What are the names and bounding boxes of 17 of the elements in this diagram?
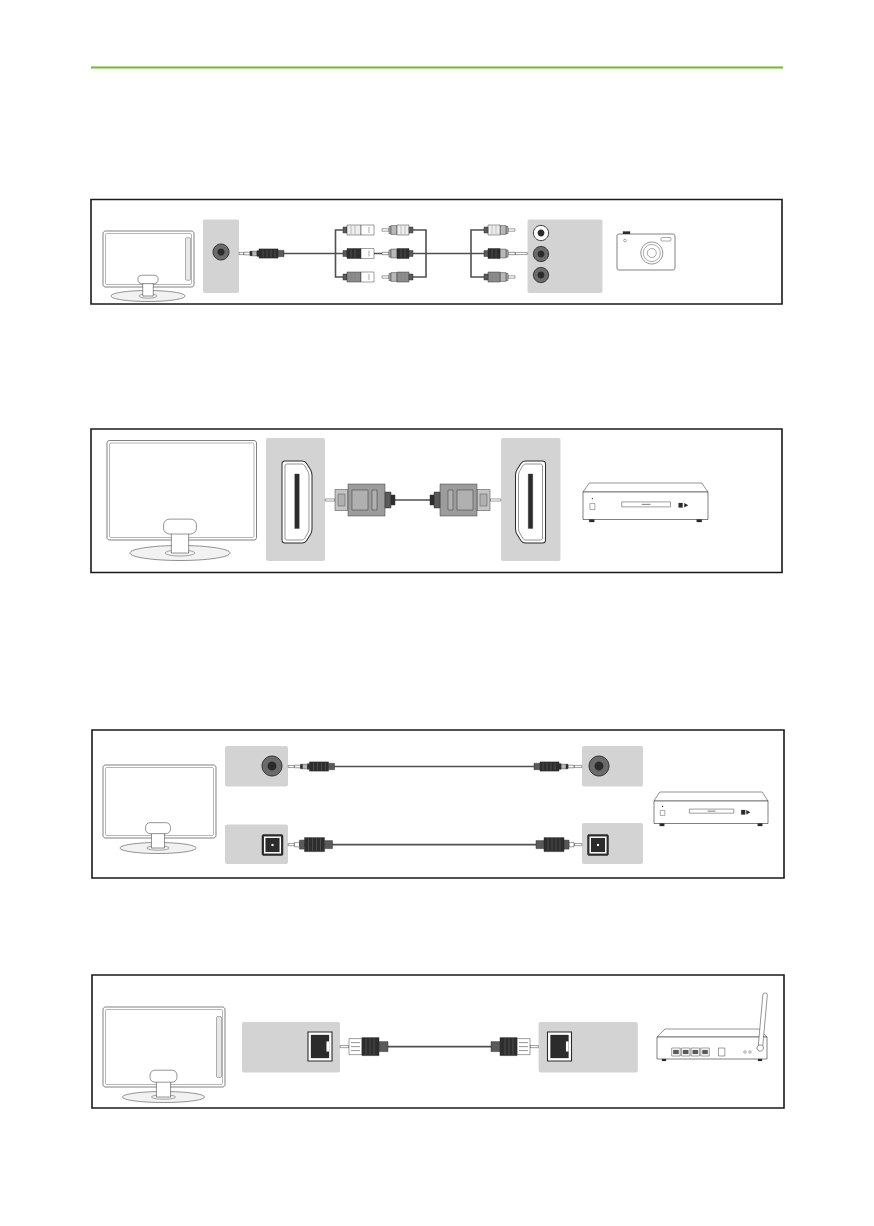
disc-player-icon: [653, 791, 769, 827]
cable: [239, 248, 528, 259]
tv-icon: [102, 230, 195, 302]
cable: [288, 837, 582, 852]
cable: [288, 761, 582, 772]
tv-icon: [106, 440, 257, 561]
panel-frame: [90, 198, 783, 305]
tv-icon: [102, 764, 217, 854]
panel-frame: [90, 428, 783, 574]
tv-icon: [102, 1006, 226, 1103]
cable: [340, 1037, 539, 1056]
router-icon: [656, 992, 768, 1062]
cable: [325, 483, 501, 517]
panel-frame: [91, 729, 785, 879]
panel-frame: [91, 974, 785, 1109]
disc-player-icon: [582, 482, 709, 523]
camera-icon: [616, 231, 676, 271]
